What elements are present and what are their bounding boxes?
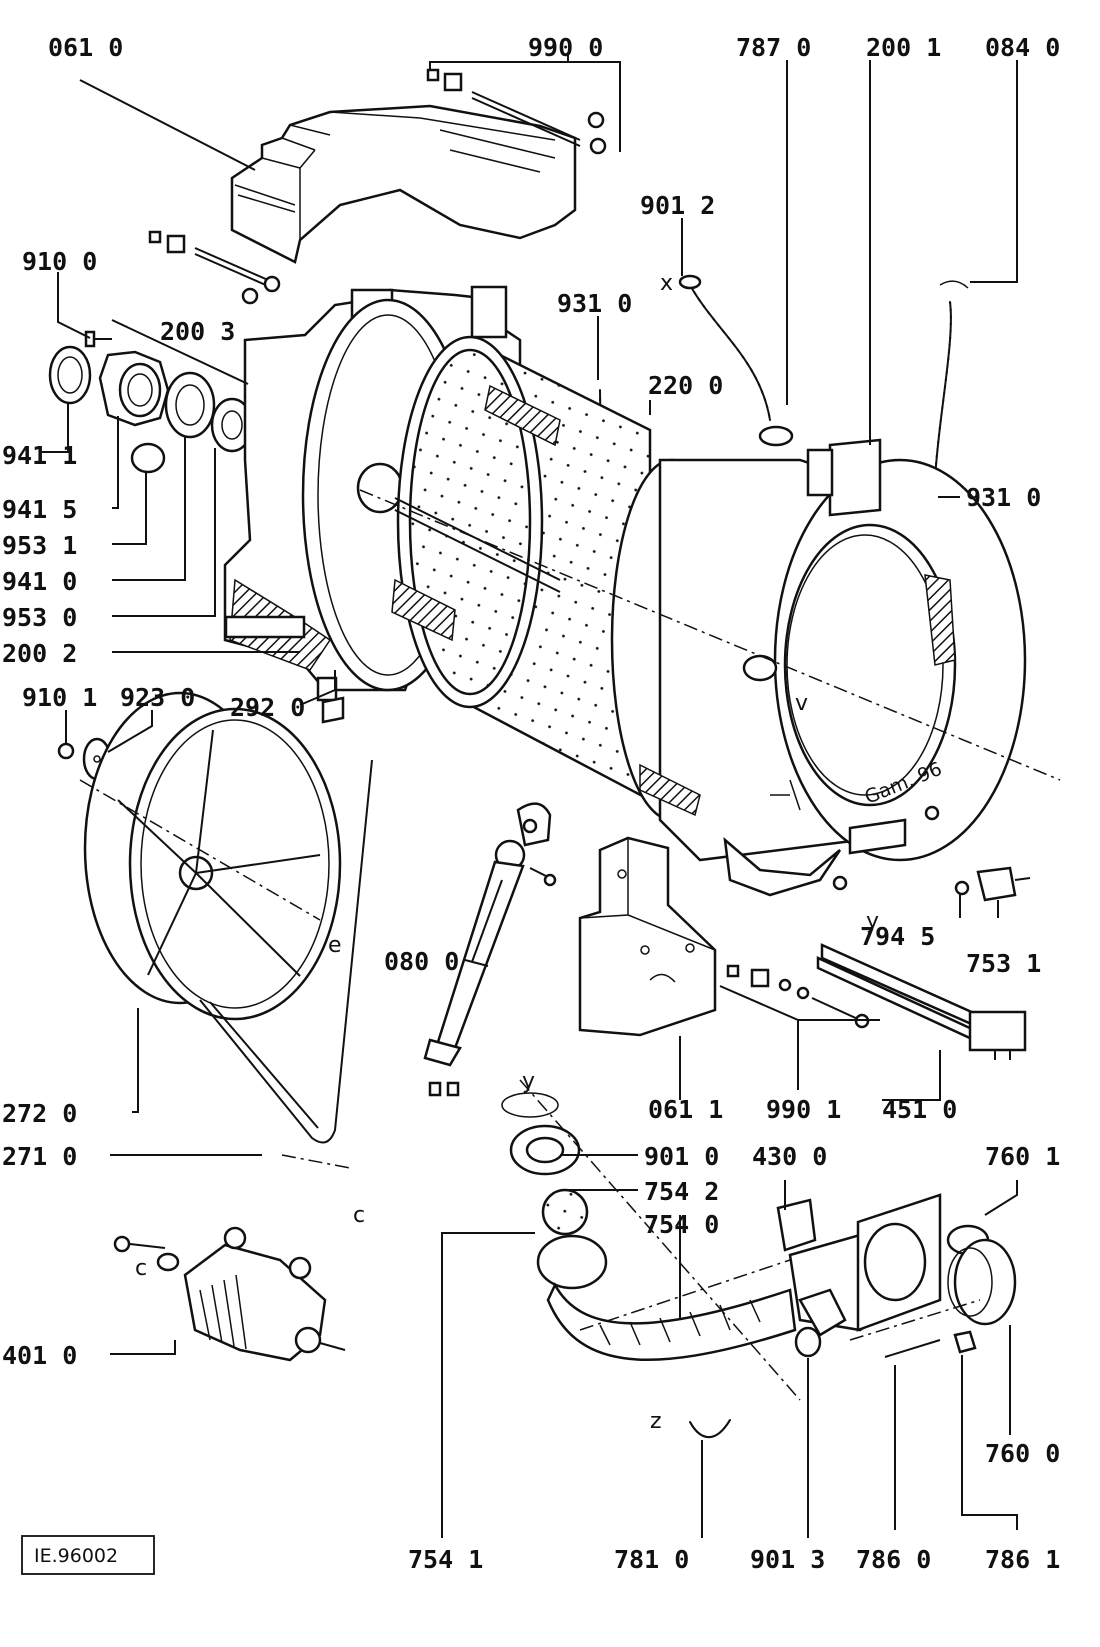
ref-c-motor: c — [135, 1256, 147, 1281]
label-941-0: 941 0 — [2, 567, 77, 596]
label-901-3: 901 3 — [750, 1545, 825, 1574]
ref-y-bottom: y — [522, 1069, 535, 1094]
label-753-1: 753 1 — [966, 949, 1041, 978]
bearing-assembly — [48, 330, 254, 474]
temperature-sensor — [954, 866, 1031, 902]
label-754-1: 754 1 — [408, 1545, 483, 1574]
label-760-0: 760 0 — [985, 1439, 1060, 1468]
bolt-set-top — [426, 68, 607, 155]
label-794-5: 794 5 — [860, 922, 935, 951]
part-labels: 061 0 990 0 787 0 200 1 084 0 901 2 910 … — [2, 33, 1060, 1574]
label-786-0: 786 0 — [856, 1545, 931, 1574]
label-200-1: 200 1 — [866, 33, 941, 62]
tub-front — [610, 438, 1027, 897]
label-061-1: 061 1 — [648, 1095, 723, 1124]
label-901-2: 901 2 — [640, 191, 715, 220]
label-990-0: 990 0 — [528, 33, 603, 62]
label-271-0: 271 0 — [2, 1142, 77, 1171]
perforated-drum — [391, 335, 652, 803]
label-200-3: 200 3 — [160, 317, 235, 346]
ref-v: v — [795, 691, 808, 716]
label-754-2: 754 2 — [644, 1177, 719, 1206]
bolt-set-left — [148, 230, 281, 305]
label-200-2: 200 2 — [2, 639, 77, 668]
label-061-0: 061 0 — [48, 33, 123, 62]
small-hose — [689, 1419, 731, 1439]
label-787-0: 787 0 — [736, 33, 811, 62]
label-760-1: 760 1 — [985, 1142, 1060, 1171]
label-786-1: 786 1 — [985, 1545, 1060, 1574]
label-080-0: 080 0 — [384, 947, 459, 976]
label-941-5: 941 5 — [2, 495, 77, 524]
motor — [113, 1226, 346, 1362]
label-272-0: 272 0 — [2, 1099, 77, 1128]
small-clip — [321, 696, 345, 724]
label-931-0-mid: 931 0 — [557, 289, 632, 318]
ref-c-belt: c — [353, 1203, 365, 1228]
counterweight-top — [230, 104, 577, 264]
reference-letters: x v y y e c c z — [135, 271, 879, 1434]
label-923-0: 923 0 — [120, 683, 195, 712]
label-451-0: 451 0 — [882, 1095, 957, 1124]
center-lines — [79, 489, 1061, 1401]
ref-x: x — [660, 271, 673, 296]
drum-pulley — [83, 691, 342, 1021]
label-754-0: 754 0 — [644, 1210, 719, 1239]
ref-y-top: y — [866, 909, 879, 934]
label-941-1: 941 1 — [2, 441, 77, 470]
shock-absorber — [423, 802, 557, 1097]
label-910-0: 910 0 — [22, 247, 97, 276]
label-292-0: 292 0 — [230, 693, 305, 722]
bellows-hose — [678, 274, 794, 447]
counterweight-front — [578, 836, 717, 1037]
heating-element — [816, 943, 1027, 1060]
drain-pump — [776, 1193, 1017, 1358]
label-430-0: 430 0 — [752, 1142, 827, 1171]
label-953-1: 953 1 — [2, 531, 77, 560]
label-781-0: 781 0 — [614, 1545, 689, 1574]
ref-e: e — [328, 933, 342, 958]
label-990-1: 990 1 — [766, 1095, 841, 1124]
label-931-0-right: 931 0 — [966, 483, 1041, 512]
label-084-0: 084 0 — [985, 33, 1060, 62]
label-901-0: 901 0 — [644, 1142, 719, 1171]
label-953-0: 953 0 — [2, 603, 77, 632]
drawing-code-box: IE.96002 — [21, 1535, 155, 1575]
label-401-0: 401 0 — [2, 1341, 77, 1370]
drive-belt — [199, 759, 373, 1144]
ref-z: z — [650, 1409, 662, 1434]
leader-lines — [42, 54, 1018, 1538]
label-910-1: 910 1 — [22, 683, 97, 712]
sump-assembly — [501, 1092, 822, 1361]
label-220-0: 220 0 — [648, 371, 723, 400]
drawing-code: IE.96002 — [34, 1545, 118, 1567]
